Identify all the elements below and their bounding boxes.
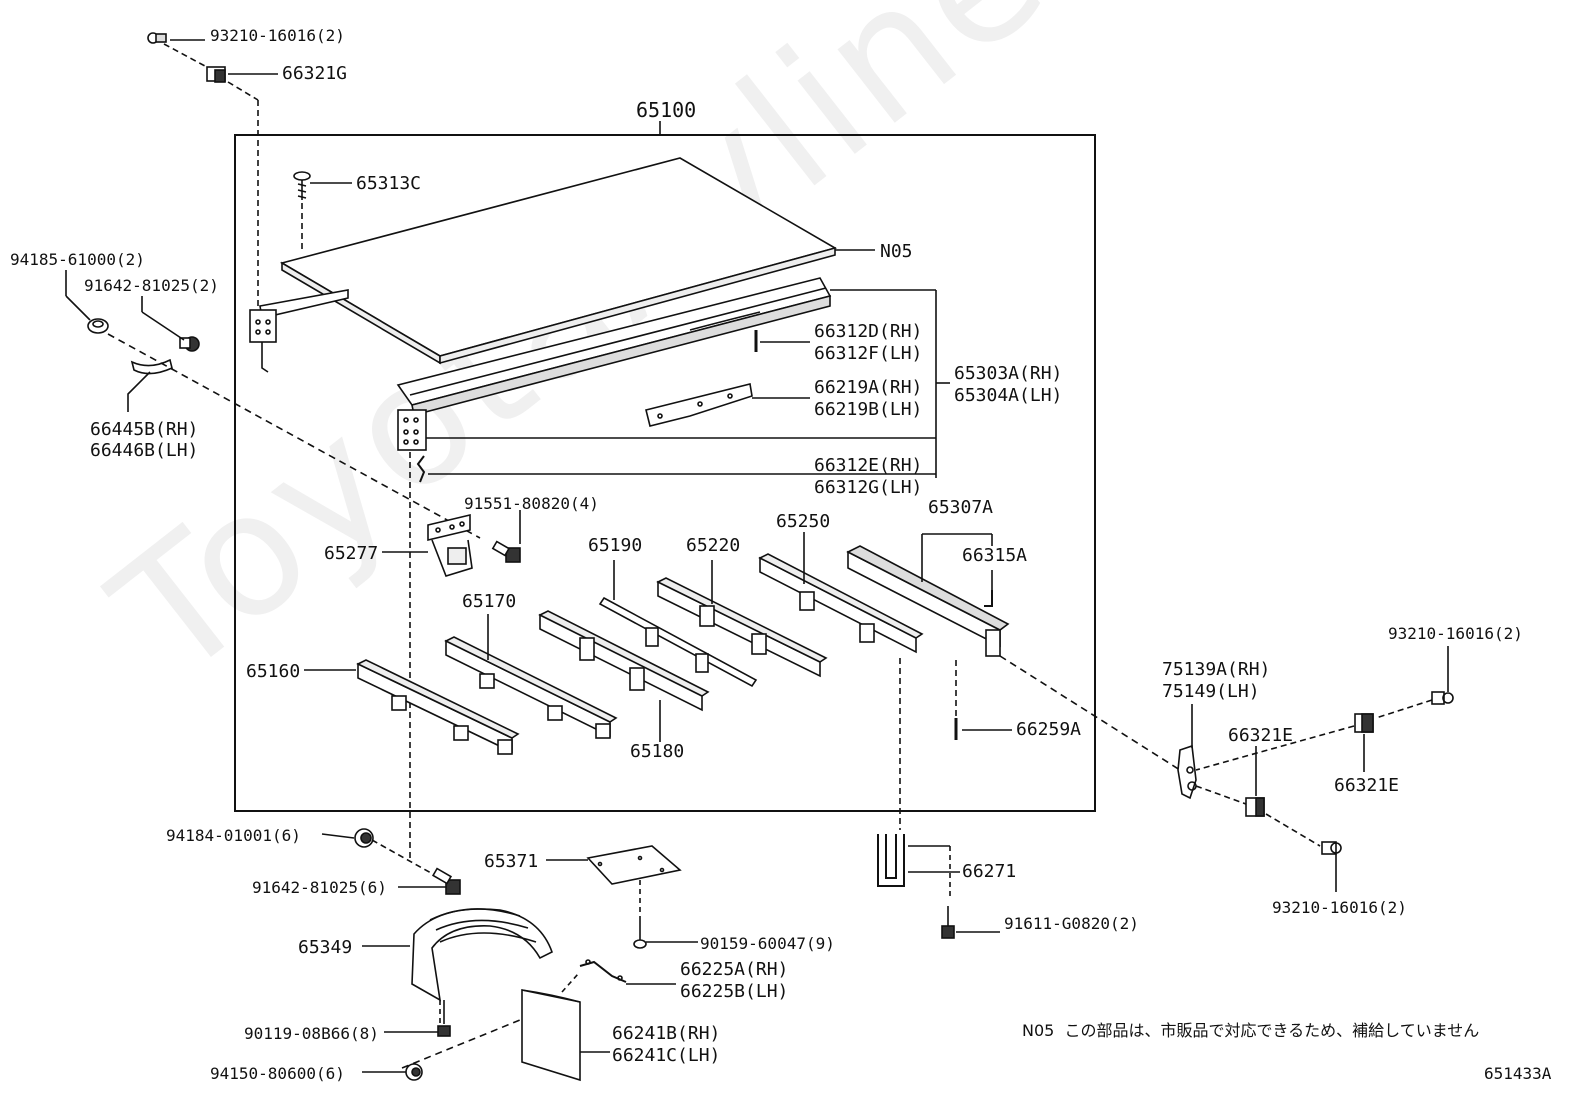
- label-66271[interactable]: 66271: [962, 861, 1017, 882]
- plate-65371-icon: [586, 845, 682, 885]
- diagram-code: 651433A: [1484, 1064, 1552, 1083]
- label-66312F[interactable]: 66312F(LH): [814, 343, 923, 364]
- crossmember-65160-icon: [356, 659, 520, 755]
- label-65313C[interactable]: 65313C: [356, 173, 422, 194]
- bolt-91551-icon: [491, 540, 521, 563]
- bracket-66219A-icon: [645, 383, 753, 427]
- clamp-66445B-icon: [130, 358, 173, 375]
- bracket-66225A-icon: [579, 959, 627, 983]
- label-91642-top[interactable]: 91642-81025(2): [84, 276, 219, 295]
- bolt-93210-right-icon: [1431, 691, 1454, 705]
- label-66321G[interactable]: 66321G: [282, 63, 348, 84]
- label-65170[interactable]: 65170: [462, 591, 517, 612]
- label-66241C[interactable]: 66241C(LH): [612, 1045, 721, 1066]
- nut-66321E-lower-icon: [1245, 797, 1265, 817]
- screw-65313C-icon: [293, 171, 311, 200]
- label-65160[interactable]: 65160: [246, 661, 301, 682]
- left-rail-icon: [249, 289, 349, 373]
- nut-94184-icon: [354, 828, 374, 848]
- bar-65190-icon: [598, 596, 758, 688]
- crossmember-65180-icon: [538, 610, 710, 712]
- label-66321E-b[interactable]: 66321E: [1334, 775, 1400, 796]
- label-94150[interactable]: 94150-80600(6): [210, 1064, 345, 1083]
- footnote-code: N05: [1022, 1021, 1055, 1040]
- label-65371[interactable]: 65371: [484, 851, 539, 872]
- label-91642-bottom[interactable]: 91642-81025(6): [252, 878, 387, 897]
- bolt-91642-top-icon: [179, 336, 200, 352]
- label-65190[interactable]: 65190: [588, 535, 643, 556]
- label-66315A[interactable]: 66315A: [962, 545, 1028, 566]
- mudguard-65349-icon: [411, 908, 553, 1002]
- crossmember-65250-icon: [758, 553, 924, 654]
- nut-94150-icon: [405, 1063, 423, 1081]
- nut-94185-icon: [87, 318, 109, 334]
- label-66312D[interactable]: 66312D(RH): [814, 321, 923, 342]
- label-66225A[interactable]: 66225A(RH): [680, 959, 789, 980]
- label-93210-bottom[interactable]: 93210-16016(2): [1272, 898, 1407, 917]
- bolt-90119-icon: [437, 1000, 451, 1037]
- label-65100[interactable]: 65100: [636, 98, 697, 122]
- label-66312E[interactable]: 66312E(RH): [814, 455, 923, 476]
- label-91551[interactable]: 91551-80820(4): [464, 494, 599, 513]
- bracket-75139A-icon: [1177, 744, 1197, 800]
- bolt-91611-icon: [941, 906, 955, 939]
- deck-board-icon: [279, 157, 838, 365]
- label-94184[interactable]: 94184-01001(6): [166, 826, 301, 845]
- label-66225B[interactable]: 66225B(LH): [680, 981, 789, 1002]
- label-66312G[interactable]: 66312G(LH): [814, 477, 923, 498]
- label-65304A[interactable]: 65304A(LH): [954, 385, 1063, 406]
- footnote-text: この部品は、市販品で対応できるため、補給していません: [1064, 1021, 1480, 1040]
- nut-66321G-icon: [206, 66, 226, 83]
- label-66219B[interactable]: 66219B(LH): [814, 399, 923, 420]
- bolt-91642-bottom-icon: [431, 867, 461, 895]
- label-75139A[interactable]: 75139A(RH): [1162, 659, 1271, 680]
- label-65220[interactable]: 65220: [686, 535, 741, 556]
- label-75149[interactable]: 75149(LH): [1162, 681, 1260, 702]
- label-65303A[interactable]: 65303A(RH): [954, 363, 1063, 384]
- label-66446B[interactable]: 66446B(LH): [90, 440, 199, 461]
- label-66321E-a[interactable]: 66321E: [1228, 725, 1294, 746]
- screw-90159-icon: [633, 920, 647, 949]
- label-66241B[interactable]: 66241B(RH): [612, 1023, 721, 1044]
- footnote: N05 この部品は、市販品で対応できるため、補給していません: [1022, 1017, 1479, 1041]
- label-91611[interactable]: 91611-G0820(2): [1004, 914, 1139, 933]
- bracket-65277-icon: [427, 513, 473, 577]
- label-65349[interactable]: 65349: [298, 937, 353, 958]
- label-90159[interactable]: 90159-60047(9): [700, 934, 835, 953]
- label-65250[interactable]: 65250: [776, 511, 831, 532]
- label-N05[interactable]: N05: [880, 241, 913, 262]
- hook-66312E-icon: [416, 455, 426, 483]
- crossmember-65220-icon: [656, 577, 828, 678]
- bolt-93210-top-icon: [147, 32, 167, 44]
- label-93210-right[interactable]: 93210-16016(2): [1388, 624, 1523, 643]
- label-65180[interactable]: 65180: [630, 741, 685, 762]
- side-rail-65303A-icon: [396, 277, 832, 451]
- label-65277[interactable]: 65277: [324, 543, 379, 564]
- mudflap-66241B-icon: [521, 989, 581, 1082]
- label-66219A[interactable]: 66219A(RH): [814, 377, 923, 398]
- label-93210-top[interactable]: 93210-16016(2): [210, 26, 345, 45]
- label-94185[interactable]: 94185-61000(2): [10, 250, 145, 269]
- label-90119[interactable]: 90119-08B66(8): [244, 1024, 379, 1043]
- nut-66321E-upper-icon: [1354, 713, 1374, 733]
- label-65307A[interactable]: 65307A: [928, 497, 994, 518]
- bolt-93210-bottom-icon: [1321, 841, 1342, 855]
- label-66445B[interactable]: 66445B(RH): [90, 419, 199, 440]
- ubolt-66271-icon: [877, 834, 905, 887]
- label-66259A[interactable]: 66259A: [1016, 719, 1082, 740]
- crossmember-65307A-icon: [846, 545, 1010, 657]
- assembly-frame: [234, 134, 1096, 812]
